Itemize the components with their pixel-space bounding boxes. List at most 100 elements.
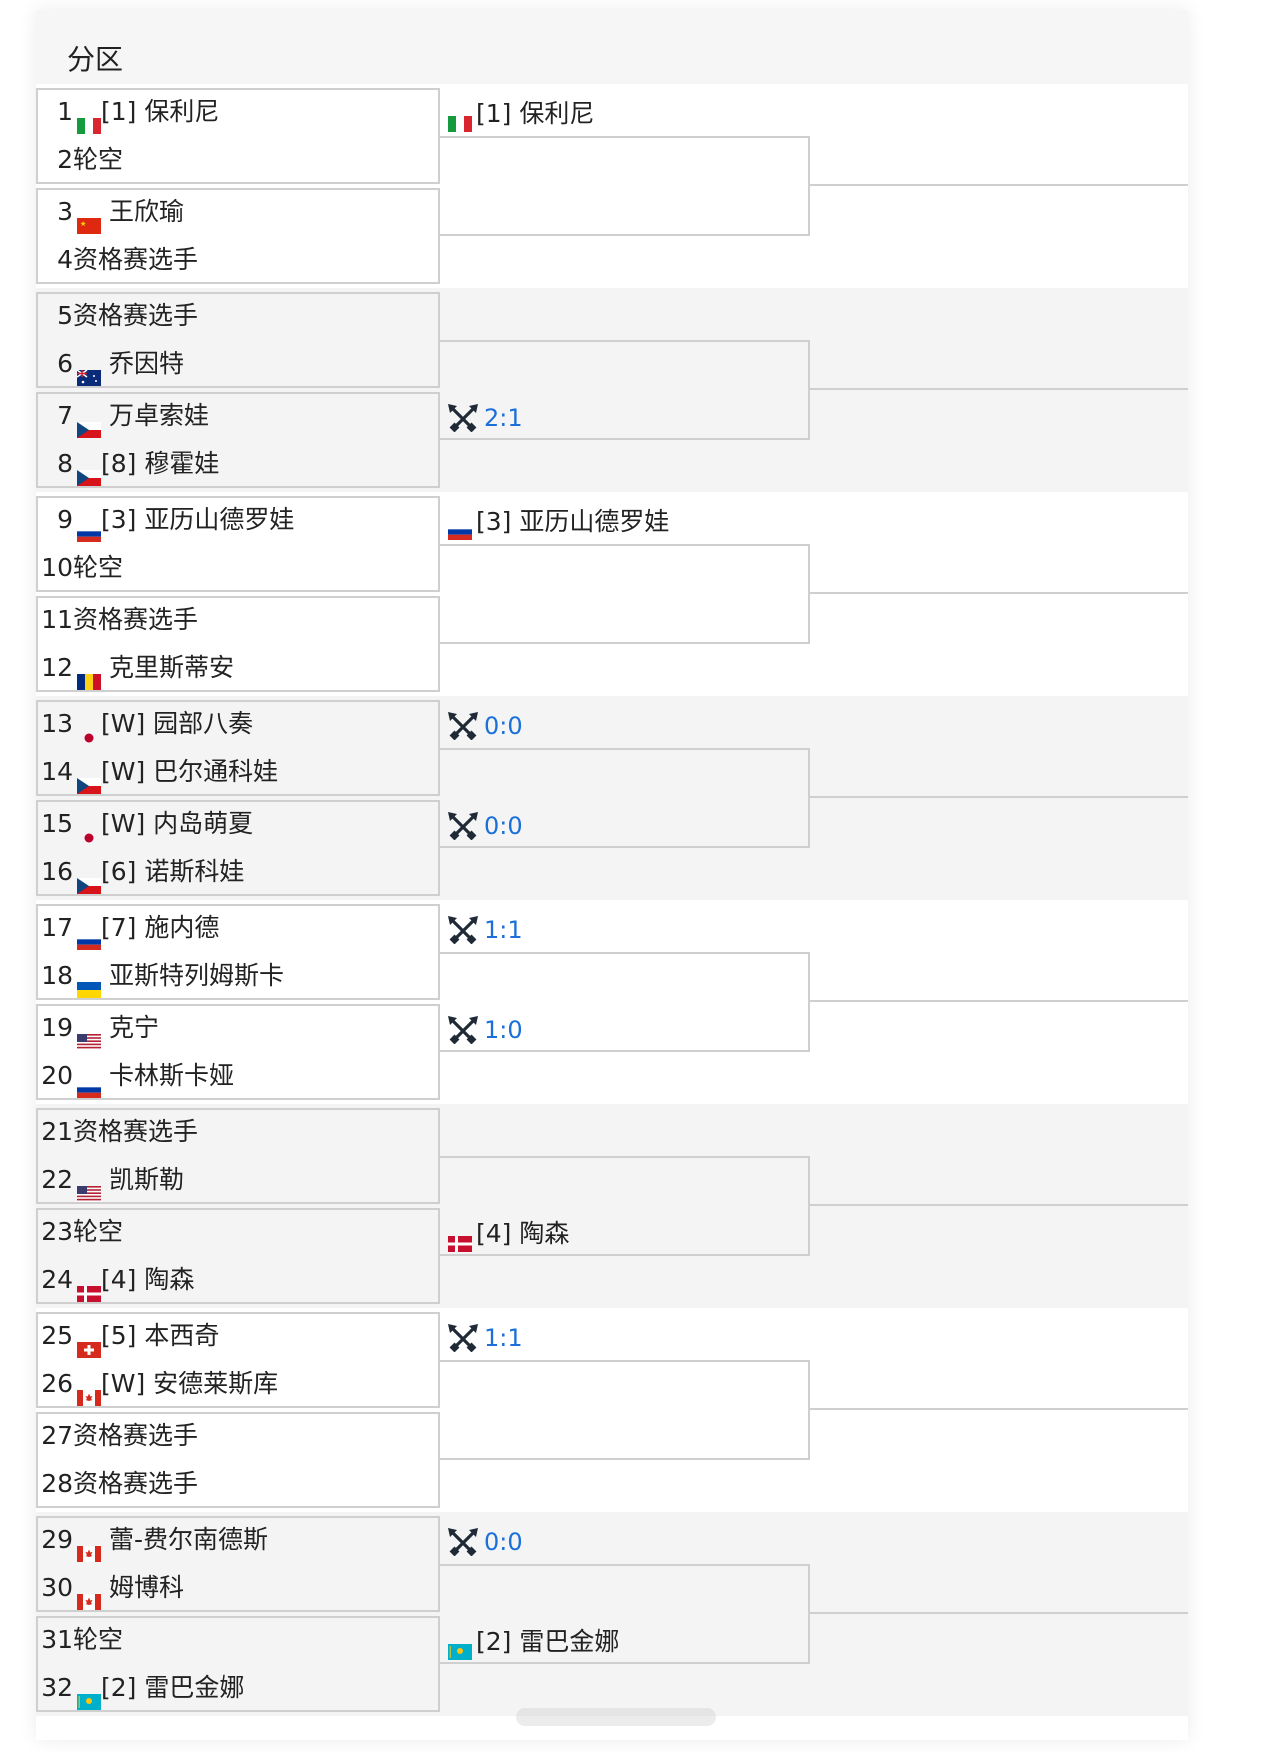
player-row[interactable]: 9[3] 亚历山德罗娃 [38, 496, 438, 544]
draw-position-number: 3 [57, 197, 73, 226]
usa-flag-icon [77, 1018, 101, 1050]
player-row[interactable]: 14[W] 巴尔通科娃 [38, 748, 438, 796]
romania-flag-icon [77, 658, 101, 690]
third-round-connector [810, 1000, 1188, 1002]
player-row[interactable]: 24[4] 陶森 [38, 1256, 438, 1304]
player-name: 亚斯特列姆斯卡 [109, 961, 285, 990]
player-name: [W] 内岛萌夏 [101, 809, 254, 838]
third-round-connector [810, 1408, 1188, 1410]
player-row[interactable]: 3★王欣瑜 [38, 188, 438, 236]
player-name: [1] 保利尼 [101, 97, 220, 126]
score-value: 1:1 [484, 1324, 523, 1352]
player-name: [W] 安德莱斯库 [101, 1369, 279, 1398]
draw-position-number: 28 [41, 1469, 73, 1498]
advanced-player-name: [4] 陶森 [476, 1219, 570, 1248]
player-name: [8] 穆霍娃 [101, 449, 220, 478]
player-row[interactable]: 8[8] 穆霍娃 [38, 440, 438, 488]
draw-position-number: 6 [57, 349, 73, 378]
scroll-indicator[interactable] [516, 1708, 716, 1726]
usa-flag-icon [77, 1170, 101, 1202]
player-name: 资格赛选手 [73, 301, 199, 330]
third-round-connector [810, 592, 1188, 594]
canada-flag-icon [77, 1530, 101, 1562]
player-name: 轮空 [73, 1625, 124, 1654]
russia-flag-icon [77, 1066, 101, 1098]
czech-flag-icon [77, 862, 101, 894]
score-value: 0:0 [484, 812, 523, 840]
draw-position-number: 9 [57, 505, 73, 534]
switzerland-flag-icon [77, 1326, 101, 1358]
canada-flag-icon [77, 1374, 101, 1406]
draw-position-number: 31 [41, 1625, 73, 1654]
crossed-swords-icon [448, 1528, 478, 1557]
player-name: 克宁 [109, 1013, 160, 1042]
crossed-swords-icon [448, 812, 478, 841]
third-round-connector [810, 796, 1188, 798]
player-row[interactable]: 17[7] 施内德 [38, 904, 438, 952]
score-value: 0:0 [484, 1528, 523, 1556]
draw-position-number: 25 [41, 1321, 73, 1350]
player-name: [W] 园部八奏 [101, 709, 254, 738]
draw-position-number: 2 [57, 145, 73, 174]
draw-position-number: 24 [41, 1265, 73, 1294]
player-row[interactable]: 13[W] 园部八奏 [38, 700, 438, 748]
russia-flag-icon [77, 510, 101, 542]
player-name: 蕾-费尔南德斯 [109, 1525, 269, 1554]
player-name: 姆博科 [109, 1573, 185, 1602]
player-row[interactable]: 1 [1] 保利尼 [38, 88, 438, 136]
player-name: 轮空 [73, 145, 124, 174]
russia-flag-icon [448, 514, 472, 540]
player-name: [2] 雷巴金娜 [101, 1673, 245, 1702]
draw-position-number: 11 [41, 605, 73, 634]
draw-position-number: 23 [41, 1217, 73, 1246]
player-row[interactable]: 22 凯斯勒 [38, 1156, 438, 1204]
draw-position-number: 5 [57, 301, 73, 330]
advanced-player-name: [2] 雷巴金娜 [476, 1627, 620, 1656]
player-name: 资格赛选手 [73, 1469, 199, 1498]
czech-flag-icon [77, 406, 101, 438]
player-row[interactable]: 15 [W] 内岛萌夏 [38, 800, 438, 848]
player-row[interactable]: 16[6] 诺斯科娃 [38, 848, 438, 896]
draw-position-number: 22 [41, 1165, 73, 1194]
draw-position-number: 16 [41, 857, 73, 886]
player-row[interactable]: 32 [2] 雷巴金娜 [38, 1664, 438, 1712]
kazakhstan-flag-icon [448, 1634, 472, 1660]
draw-position-number: 15 [41, 809, 73, 838]
player-row[interactable]: 25[5] 本西奇 [38, 1312, 438, 1360]
draw-position-number: 32 [41, 1673, 73, 1702]
player-name: 凯斯勒 [109, 1165, 185, 1194]
draw-position-number: 1 [57, 97, 73, 126]
third-round-connector [810, 388, 1188, 390]
player-name: [7] 施内德 [101, 913, 220, 942]
australia-flag-icon [76, 354, 101, 386]
player-row[interactable]: 26[W] 安德莱斯库 [38, 1360, 438, 1408]
